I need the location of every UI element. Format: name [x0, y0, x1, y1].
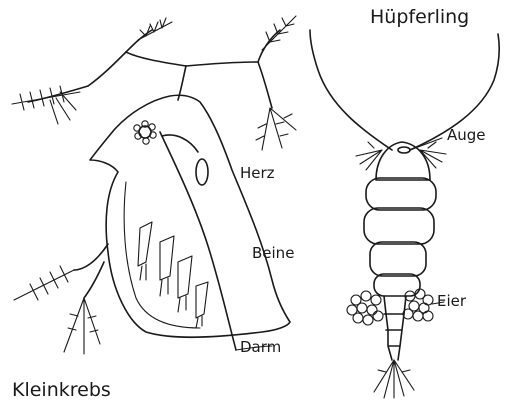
label-herz: Herz — [240, 166, 275, 181]
water-flea-antennae — [28, 30, 280, 108]
copepod-antenna-left — [310, 30, 392, 150]
label-auge: Auge — [447, 128, 486, 143]
water-flea-eye — [134, 121, 156, 144]
water-flea-setae — [12, 16, 296, 354]
water-flea-body — [90, 95, 290, 337]
label-kleinkrebs: Kleinkrebs — [12, 381, 111, 400]
copepod-egg-sac-left — [347, 291, 383, 325]
copepod-segment-2 — [364, 208, 434, 244]
water-flea-inner-line — [124, 182, 200, 328]
label-beine: Beine — [252, 246, 294, 261]
copepod-segment-3 — [370, 242, 426, 276]
label-huepferling: Hüpferling — [370, 8, 469, 27]
copepod-eye — [398, 147, 410, 153]
water-flea-legs — [138, 222, 208, 328]
label-darm: Darm — [240, 340, 281, 355]
copepod — [310, 30, 499, 398]
copepod-segment-1 — [366, 178, 436, 210]
heart-organ — [196, 159, 208, 185]
copepod-tail — [384, 296, 406, 360]
copepod-tail-setae — [374, 360, 414, 398]
leader-auge — [410, 138, 442, 150]
water-flea — [12, 16, 296, 354]
label-eier: Eier — [437, 294, 466, 309]
copepod-egg-sac-right — [403, 289, 433, 321]
